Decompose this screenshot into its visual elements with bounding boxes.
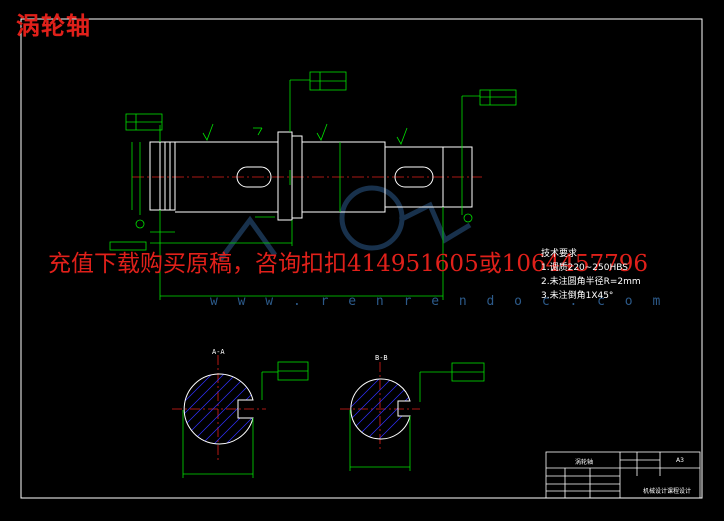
- watermark-text: 充值下载购买原稿，咨询扣扣414951605或1064457796: [48, 251, 649, 277]
- gdt-frames: [109, 71, 517, 382]
- technical-requirement-item: 1.调质220~250HBS: [541, 263, 628, 273]
- title-block-drawing-name: 涡轮轴: [575, 459, 594, 466]
- technical-requirements-heading: 技术要求: [541, 249, 578, 259]
- title-block: [545, 451, 701, 499]
- section-label-a: A-A: [212, 348, 225, 356]
- drawing-frame: [20, 18, 703, 499]
- section-a-a: [172, 355, 278, 478]
- drawing-title: 涡轮轴: [16, 11, 91, 40]
- datum-a: [135, 219, 145, 229]
- keyway-left: [236, 166, 272, 188]
- title-block-sheet: A3: [676, 457, 684, 464]
- technical-requirements: 技术要求 1.调质220~250HBS 2.未注圆角半径R=2mm 3.未注倒角…: [541, 247, 641, 303]
- section-label-b: B-B: [375, 354, 388, 362]
- shaft-outline: [149, 131, 473, 221]
- roughness-symbols: [202, 123, 408, 145]
- keyway-right: [394, 166, 434, 188]
- datum-b: [463, 213, 473, 223]
- dimension-lines: [131, 79, 480, 300]
- technical-requirement-item: 2.未注圆角半径R=2mm: [541, 277, 641, 287]
- watermark-url: w w w . r e n r e n d o c . c o m: [210, 294, 667, 309]
- technical-requirement-item: 3.未注倒角1X45°: [541, 291, 614, 301]
- title-block-footer: 机械设计课程设计: [643, 488, 692, 495]
- section-b-b: [340, 362, 452, 471]
